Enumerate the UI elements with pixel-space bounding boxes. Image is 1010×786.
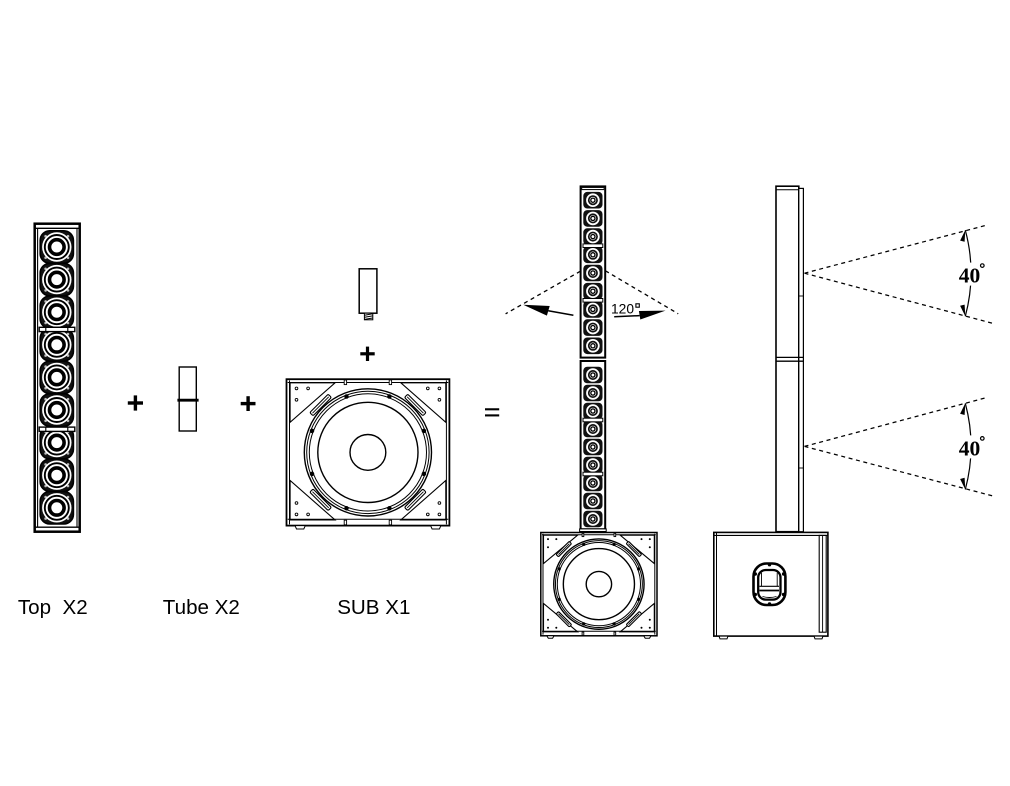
svg-text:Tube X2: Tube X2 [163, 596, 240, 619]
svg-text:120: 120 [611, 302, 634, 317]
svg-text:40: 40 [959, 264, 981, 288]
svg-text:40: 40 [959, 436, 981, 460]
svg-text:Top X2: Top X2 [18, 596, 88, 619]
svg-text:SUB X1: SUB X1 [337, 596, 410, 619]
